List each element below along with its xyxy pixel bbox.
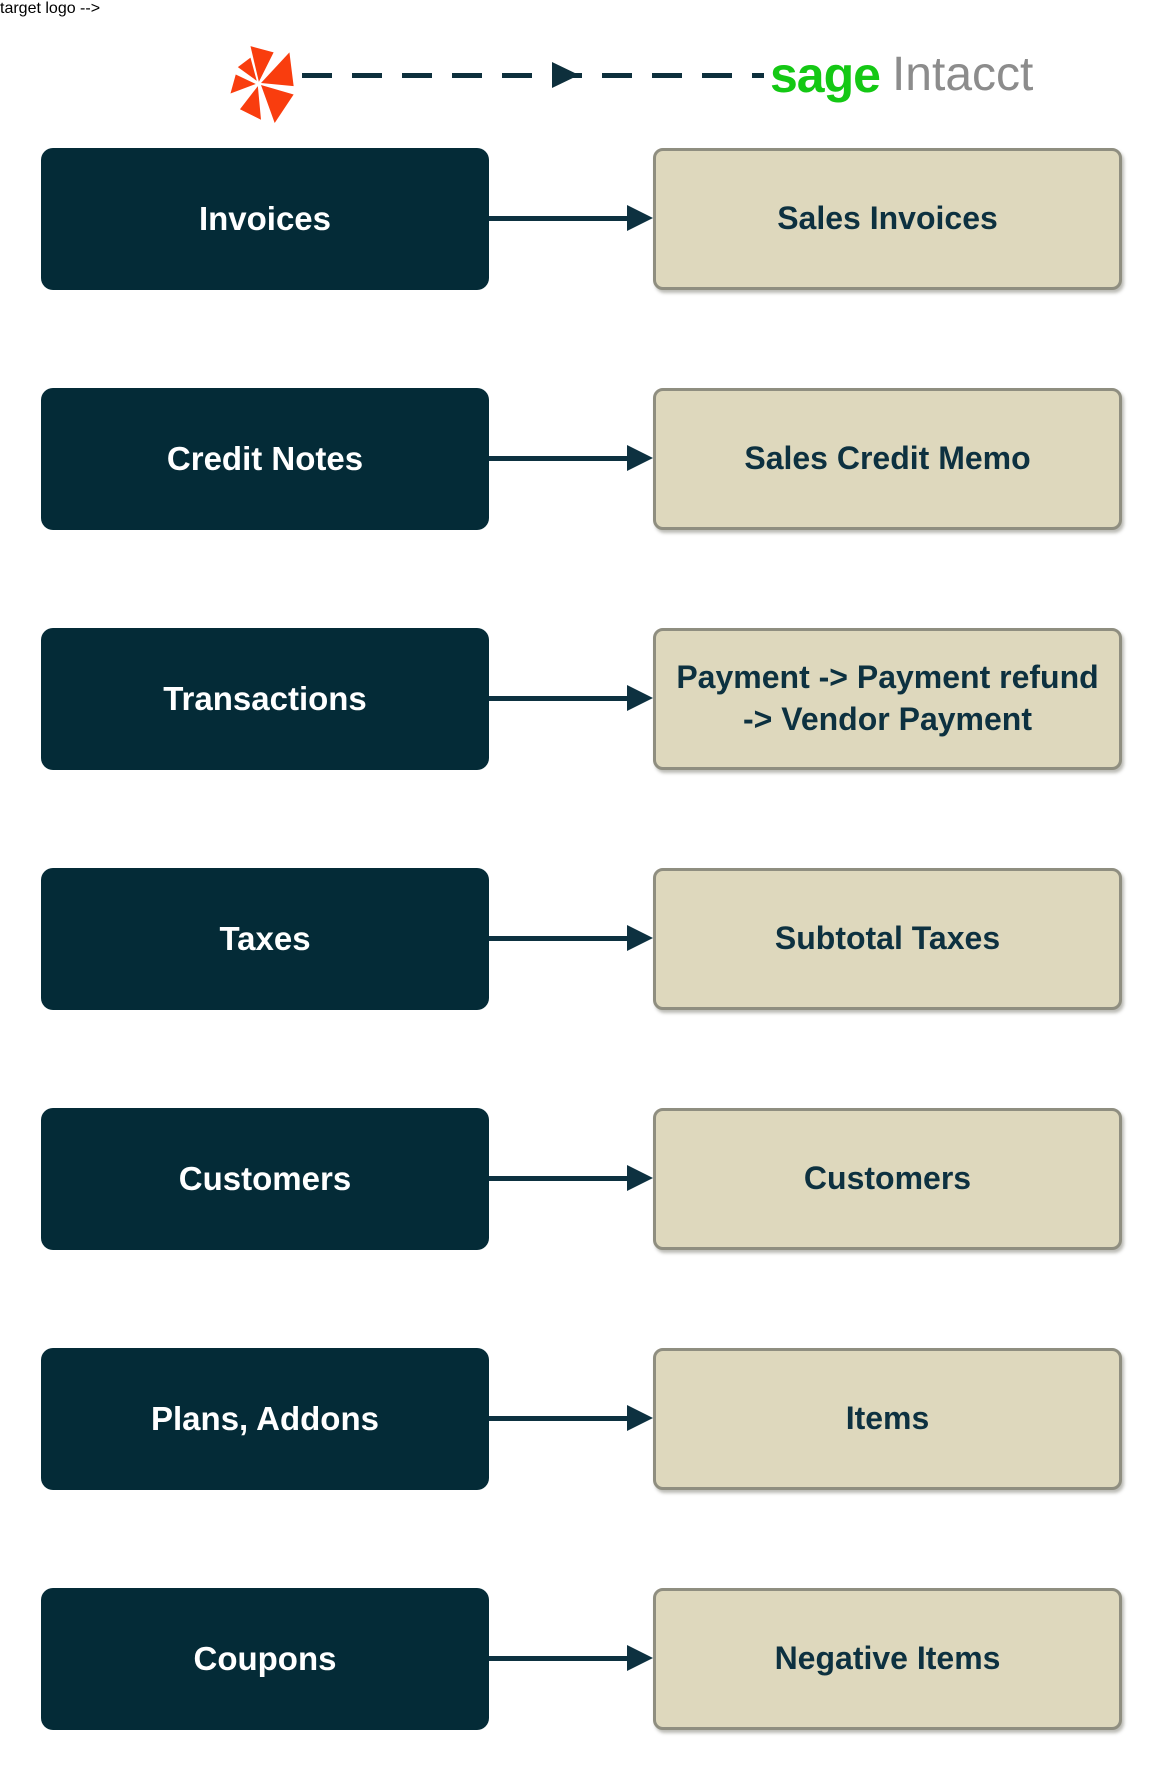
target-label: Customers bbox=[803, 1160, 972, 1197]
target-label: Payment -> Payment refund -> Vendor Paym… bbox=[676, 659, 1099, 737]
intacct-logo-text: Intacct bbox=[891, 48, 1034, 101]
source-box: Coupons bbox=[41, 1588, 489, 1730]
mapping-row-credit-notes: Credit Notes Sales Credit Memo bbox=[0, 388, 1160, 530]
mapping-arrow-icon bbox=[489, 445, 653, 471]
target-label: Sales Credit Memo bbox=[744, 440, 1031, 477]
mapping-row-transactions: Transactions Payment -> Payment refund -… bbox=[0, 628, 1160, 770]
target-box: Negative Items bbox=[653, 1588, 1122, 1730]
target-box: Customers bbox=[653, 1108, 1122, 1250]
source-box: Invoices bbox=[41, 148, 489, 290]
source-box: Plans, Addons bbox=[41, 1348, 489, 1490]
target-label: Sales Invoices bbox=[777, 200, 998, 237]
mapping-arrow-icon bbox=[489, 205, 653, 231]
source-box: Credit Notes bbox=[41, 388, 489, 530]
mapping-row-coupons: Coupons Negative Items bbox=[0, 1588, 1160, 1730]
mapping-row-plans-addons: Plans, Addons Items bbox=[0, 1348, 1160, 1490]
target-box: Sales Invoices bbox=[653, 148, 1122, 290]
source-label: Taxes bbox=[219, 920, 311, 957]
target-label: Items bbox=[845, 1400, 930, 1437]
source-label: Plans, Addons bbox=[151, 1400, 379, 1437]
mapping-row-taxes: Taxes Subtotal Taxes bbox=[0, 868, 1160, 1010]
source-label: Customers bbox=[178, 1160, 352, 1197]
target-box: Subtotal Taxes bbox=[653, 868, 1122, 1010]
dashed-connector-line bbox=[302, 73, 764, 78]
source-box: Transactions bbox=[41, 628, 489, 770]
target-box: Sales Credit Memo bbox=[653, 388, 1122, 530]
mapping-row-customers: Customers Customers bbox=[0, 1108, 1160, 1250]
mapping-arrow-icon bbox=[489, 685, 653, 711]
mapping-arrow-icon bbox=[489, 1165, 653, 1191]
dashed-connector-arrowhead-icon bbox=[552, 62, 579, 88]
target-box: Payment -> Payment refund -> Vendor Paym… bbox=[653, 628, 1122, 770]
mapping-row-invoices: Invoices Sales Invoices bbox=[0, 148, 1160, 290]
source-box: Customers bbox=[41, 1108, 489, 1250]
target-box: Items bbox=[653, 1348, 1122, 1490]
sage-logo-text: sage bbox=[770, 47, 881, 103]
sage-intacct-logo: sage Intacct bbox=[770, 42, 1033, 108]
source-box: Taxes bbox=[41, 868, 489, 1010]
source-label: Invoices bbox=[198, 200, 332, 237]
target-label: Subtotal Taxes bbox=[774, 920, 1001, 957]
source-label: Transactions bbox=[163, 680, 367, 717]
mapping-arrow-icon bbox=[489, 1405, 653, 1431]
source-label: Coupons bbox=[193, 1640, 337, 1677]
mapping-arrow-icon bbox=[489, 1645, 653, 1671]
chargebee-logo-icon bbox=[230, 46, 294, 123]
target-label: Negative Items bbox=[774, 1640, 1001, 1677]
source-label: Credit Notes bbox=[166, 440, 364, 477]
mapping-arrow-icon bbox=[489, 925, 653, 951]
